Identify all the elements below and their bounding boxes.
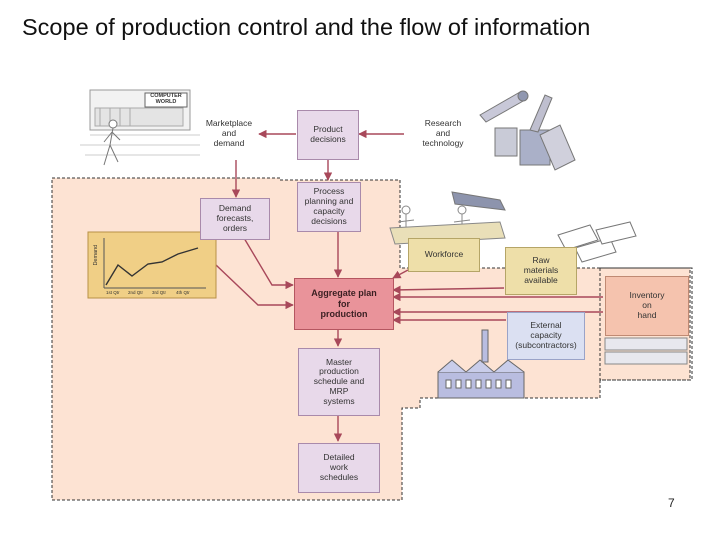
inventory-shelves-illustration xyxy=(604,337,688,365)
factory-illustration xyxy=(437,329,525,399)
aggregate-plan-node: Aggregate plan for production xyxy=(294,278,394,330)
computer-world-sign: COMPUTER WORLD xyxy=(150,93,182,105)
process-planning-node: Process planning and capacity decisions xyxy=(297,182,361,232)
page-number: 7 xyxy=(668,496,675,510)
robot-arm-illustration xyxy=(451,90,576,211)
marketplace-node: Marketplace and demand xyxy=(205,118,253,148)
inventory-dashed-frame xyxy=(599,267,693,381)
mini-chart-xlabel-4: 4th Qtr xyxy=(176,290,190,295)
raw-materials-node: Raw materials available xyxy=(505,247,577,295)
master-schedule-node: Master production schedule and MRP syste… xyxy=(298,348,380,416)
mini-chart-ylabel: Demand xyxy=(93,244,100,266)
computer-world-store-illustration xyxy=(80,89,200,156)
demand-mini-chart xyxy=(87,231,217,299)
mini-chart-xlabel-3: 3rd Qtr xyxy=(152,290,167,295)
demand-forecasts-node: Demand forecasts, orders xyxy=(200,198,270,240)
detailed-schedules-node: Detailed work schedules xyxy=(298,443,380,493)
demand-mini-chart-line xyxy=(105,247,199,286)
product-decisions-node: Product decisions xyxy=(297,110,359,160)
inventory-node: Inventory on hand xyxy=(605,276,689,336)
workforce-node: Workforce xyxy=(408,238,480,272)
shopper-figure xyxy=(103,119,121,166)
external-capacity-node: External capacity (subcontractors) xyxy=(507,312,585,360)
flow-arrows xyxy=(215,129,603,442)
mini-chart-xlabel-2: 2nd Qtr xyxy=(128,290,144,295)
raw-materials-illustration xyxy=(557,221,637,263)
mini-chart-xlabel-1: 1st Qtr xyxy=(106,290,120,295)
research-technology-node: Research and technology xyxy=(422,118,464,148)
page-title: Scope of production control and the flow… xyxy=(22,14,591,40)
